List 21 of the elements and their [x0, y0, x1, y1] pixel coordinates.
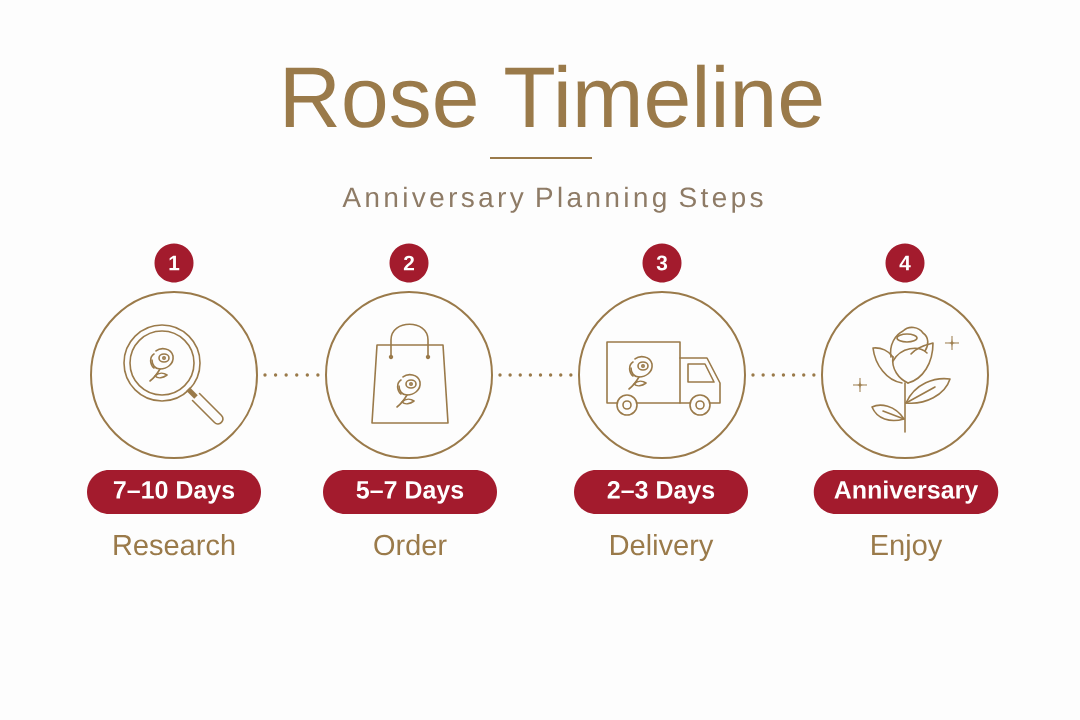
dotted-connector: [263, 373, 320, 377]
duration-pill: Anniversary: [813, 470, 999, 514]
step-label: Order: [374, 534, 447, 556]
step-number-badge: 3: [642, 243, 682, 283]
step-label: Research: [114, 534, 235, 556]
step-label: Enjoy: [872, 534, 943, 561]
subtitle: Anniversary Planning Steps: [342, 186, 763, 213]
step-number-badge: 2: [389, 243, 429, 283]
step-label: Delivery: [611, 534, 714, 561]
title: Rose Timeline: [285, 64, 822, 128]
duration-pill: 5–7 Days: [323, 470, 497, 514]
duration-pill: 2–3 Days: [574, 470, 748, 514]
step-circle: [821, 291, 989, 459]
step-circle: [90, 291, 258, 459]
step-circle: [325, 291, 493, 459]
step-number-badge: 1: [154, 243, 194, 283]
duration-pill: 7–10 Days: [87, 470, 261, 514]
step-number-badge: 4: [885, 243, 925, 283]
step-circle: [578, 291, 746, 459]
dotted-connector: [751, 373, 816, 377]
dotted-connector: [498, 373, 573, 377]
